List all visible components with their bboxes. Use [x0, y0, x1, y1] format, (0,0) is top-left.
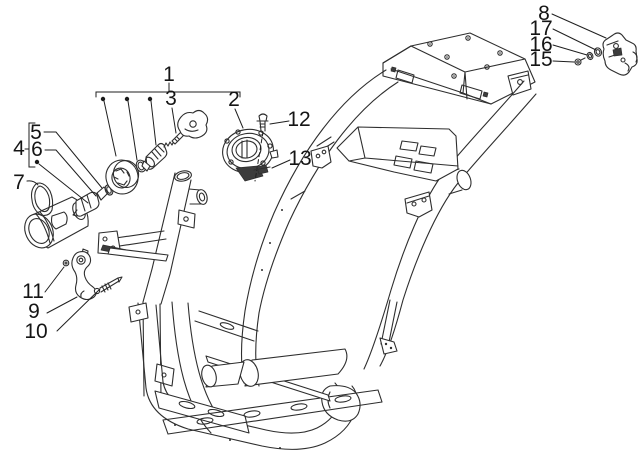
- callout-9: 9: [28, 296, 78, 323]
- rear-rack: [382, 32, 536, 105]
- callout-label: 6: [31, 138, 43, 161]
- washer-16: [586, 51, 594, 61]
- callout-label: 10: [24, 320, 47, 343]
- bracket: [24, 122, 36, 168]
- leader-line: [26, 180, 39, 186]
- washer-17: [593, 47, 603, 57]
- bolt-axis-dashed-line: [254, 131, 264, 182]
- callout-5: 5: [30, 121, 103, 189]
- spring-pin-head: [93, 287, 101, 295]
- leader-line: [552, 44, 588, 56]
- callout-15: 15: [529, 48, 575, 71]
- leader-line: [552, 60, 575, 63]
- leader-line: [103, 100, 157, 161]
- callout-8: 8: [538, 2, 607, 39]
- callout-label: 1: [163, 63, 175, 86]
- callout-label: 17: [529, 17, 552, 40]
- point-marker: [124, 96, 130, 102]
- ignition-lock-flange: [105, 159, 140, 195]
- callout-7: 7: [13, 171, 39, 194]
- callout-label: 15: [529, 48, 552, 71]
- bolt-part: [254, 113, 269, 182]
- leader-line: [234, 108, 244, 129]
- lock-cylinder-part: [141, 140, 175, 172]
- callout-11: 11: [22, 266, 65, 303]
- point-marker: [100, 96, 106, 102]
- leader-line: [271, 159, 291, 169]
- callout-label: 5: [30, 121, 42, 144]
- callout-label: 2: [228, 88, 240, 111]
- callout-label: 11: [22, 280, 44, 303]
- callout-16: 16: [529, 33, 588, 56]
- mid-stamped-panel: [336, 126, 459, 182]
- leader-line: [269, 120, 290, 125]
- callout-10: 10: [24, 288, 101, 343]
- callout-label: 9: [28, 300, 40, 323]
- rack-screws: [427, 35, 503, 79]
- callout-label: 13: [288, 147, 311, 170]
- callout-4: 4: [13, 122, 89, 204]
- bracket: [95, 82, 241, 98]
- leader-line: [44, 266, 65, 293]
- key-part: [171, 109, 209, 145]
- leader-line: [56, 288, 101, 332]
- spring-pin: [99, 277, 120, 293]
- point-marker: [147, 96, 153, 102]
- saddle-latch-parts: [574, 32, 638, 76]
- latch-lever-parts: [62, 248, 123, 301]
- leader-line: [171, 107, 177, 134]
- lock-pin-part: [72, 191, 100, 217]
- left-seat-rail: [240, 69, 399, 387]
- callout-3: 3: [165, 87, 177, 134]
- callout-label: 12: [287, 108, 310, 131]
- leader-line: [552, 28, 597, 51]
- callout-6: 6: [31, 138, 97, 197]
- callouts: 1 2 3 4 5 6 7 8: [13, 2, 607, 343]
- leader-line: [551, 13, 607, 39]
- callout-13: 13: [271, 147, 312, 170]
- callout-17: 17: [529, 17, 597, 51]
- callout-label: 7: [13, 171, 25, 194]
- callout-label: 3: [165, 87, 177, 110]
- nut-part: [253, 164, 271, 175]
- callout-1: 1: [95, 63, 241, 161]
- leader-line: [46, 296, 78, 314]
- callout-label: 16: [529, 33, 552, 56]
- leader-line: [38, 163, 89, 204]
- callout-label: 8: [538, 2, 550, 25]
- cross-member-cylinder: [244, 348, 348, 387]
- latch-screw: [574, 58, 582, 66]
- callout-12: 12: [269, 108, 311, 131]
- gasket-part: [30, 182, 54, 216]
- lock-ring-part: [222, 128, 279, 182]
- small-screw: [62, 259, 70, 267]
- leader-line: [43, 131, 103, 189]
- leader-line: [44, 149, 97, 197]
- steering-head: [97, 170, 208, 305]
- scooter-frame-drawing: [97, 32, 537, 450]
- point-marker: [34, 159, 40, 165]
- callout-label: 4: [13, 137, 25, 160]
- lock-spring: [163, 140, 175, 148]
- callout-2: 2: [228, 88, 244, 129]
- floor-loop: [128, 302, 383, 450]
- right-seat-rail: [363, 80, 537, 370]
